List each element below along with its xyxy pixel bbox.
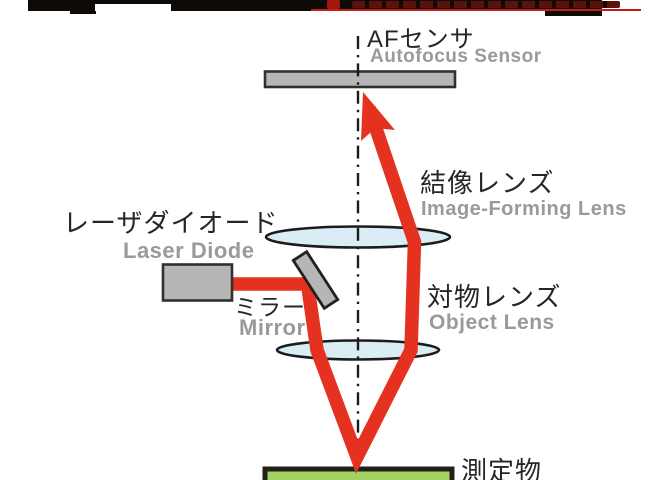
beam-arrowhead [361,92,395,141]
mirror-shape [291,249,340,311]
object-lens-label-en: Object Lens [429,311,555,334]
image-forming-lens-label-ja: 結像レンズ [420,168,555,198]
af-sensor-label-en: Autofocus Sensor [370,46,542,67]
laser-diode-shape [161,263,234,302]
mirror-label-en: Mirror [239,315,306,340]
measurement-object-shape [262,466,455,480]
banner-bar-left-tab [70,0,96,14]
af-sensor-label-ja: AFセンサ [367,26,475,53]
laser-diode-label-ja: レーザダイオード [63,208,279,238]
banner-bar [28,0,602,11]
banner-logo-mark-icon [327,0,340,9]
banner-red-underline [311,9,641,11]
banner-illegible-text [352,1,620,8]
image-forming-lens-label-en: Image-Forming Lens [421,198,627,220]
laser-diode-label-en: Laser Diode [123,238,255,263]
af-sensor-shape [263,70,457,89]
measurement-object-label-ja: 測定物 [461,456,543,480]
banner-notch [95,4,171,11]
object-lens-label-ja: 対物レンズ [427,282,562,312]
mirror-label-ja: ミラー [234,294,306,320]
